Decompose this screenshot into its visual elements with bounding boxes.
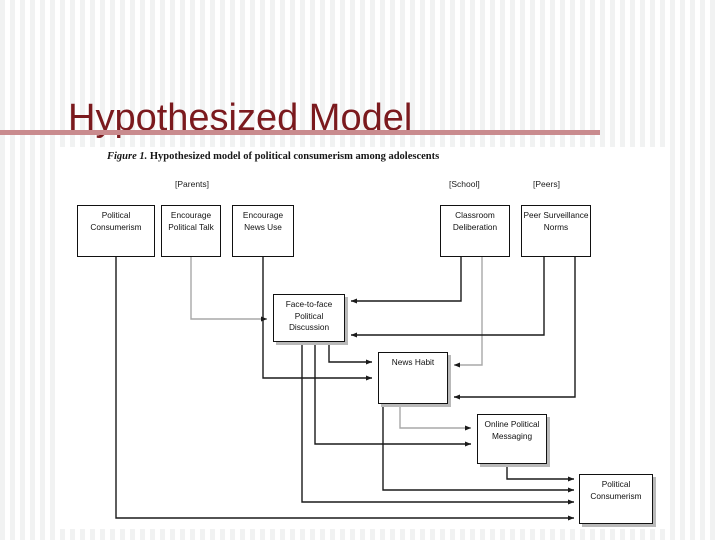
- edge-classroom-to-newshabit: [453, 257, 483, 368]
- group-label-peers: [Peers]: [533, 179, 560, 189]
- edge-discussion-to-outcome: [301, 342, 575, 505]
- node-label: News Habit: [391, 357, 435, 367]
- edge-messaging-to-outcome: [506, 464, 575, 482]
- node-label: Online Political Messaging: [484, 419, 540, 441]
- group-label-school: [School]: [449, 179, 480, 189]
- node-label: Political Consumerism: [590, 479, 642, 501]
- edge-newshabit-to-outcome: [382, 404, 575, 493]
- figure-caption: Figure 1. Hypothesized model of politica…: [107, 151, 439, 162]
- title-divider: [0, 130, 600, 135]
- figure-panel: Figure 1. Hypothesized model of politica…: [57, 147, 666, 529]
- node-label: Encourage Political Talk: [168, 210, 214, 232]
- diagram-canvas: [Parents] [School] [Peers]: [57, 147, 666, 529]
- node-peer-surveillance-norms[interactable]: Peer Surveillance Norms: [521, 205, 591, 257]
- node-classroom-deliberation[interactable]: Classroom Deliberation: [440, 205, 510, 257]
- node-label: Encourage News Use: [242, 210, 284, 232]
- edge-talk-to-discussion: [190, 257, 268, 322]
- edge-parent-consumerism-to-outcome: [115, 257, 575, 521]
- node-label: Face-to-face Political Discussion: [285, 299, 333, 332]
- node-parent-political-consumerism[interactable]: Political Consumerism: [77, 205, 155, 257]
- edge-newshabit-to-messaging: [399, 404, 472, 431]
- node-political-consumerism-outcome[interactable]: Political Consumerism: [579, 474, 653, 524]
- node-encourage-political-talk[interactable]: Encourage Political Talk: [161, 205, 221, 257]
- node-label: Peer Surveillance Norms: [523, 210, 589, 232]
- edge-discussion-to-newshabit: [328, 342, 373, 365]
- figure-caption-text: Hypothesized model of political consumer…: [149, 151, 440, 162]
- edge-peer-to-newshabit: [453, 257, 576, 400]
- node-label: Political Consumerism: [90, 210, 142, 232]
- node-label: Classroom Deliberation: [452, 210, 498, 232]
- edge-newsuse-to-newshabit: [262, 257, 373, 381]
- edge-classroom-to-discussion: [350, 257, 462, 304]
- node-online-political-messaging[interactable]: Online Political Messaging: [477, 414, 547, 464]
- edge-discussion-to-messaging: [314, 342, 472, 447]
- group-label-parents: [Parents]: [175, 179, 210, 189]
- diagram-connectors: [115, 257, 576, 521]
- node-news-habit[interactable]: News Habit: [378, 352, 448, 404]
- node-face-to-face-political-discussion[interactable]: Face-to-face Political Discussion: [273, 294, 345, 342]
- node-encourage-news-use[interactable]: Encourage News Use: [232, 205, 294, 257]
- figure-number: Figure 1.: [107, 151, 148, 162]
- edge-peer-to-discussion: [350, 257, 545, 338]
